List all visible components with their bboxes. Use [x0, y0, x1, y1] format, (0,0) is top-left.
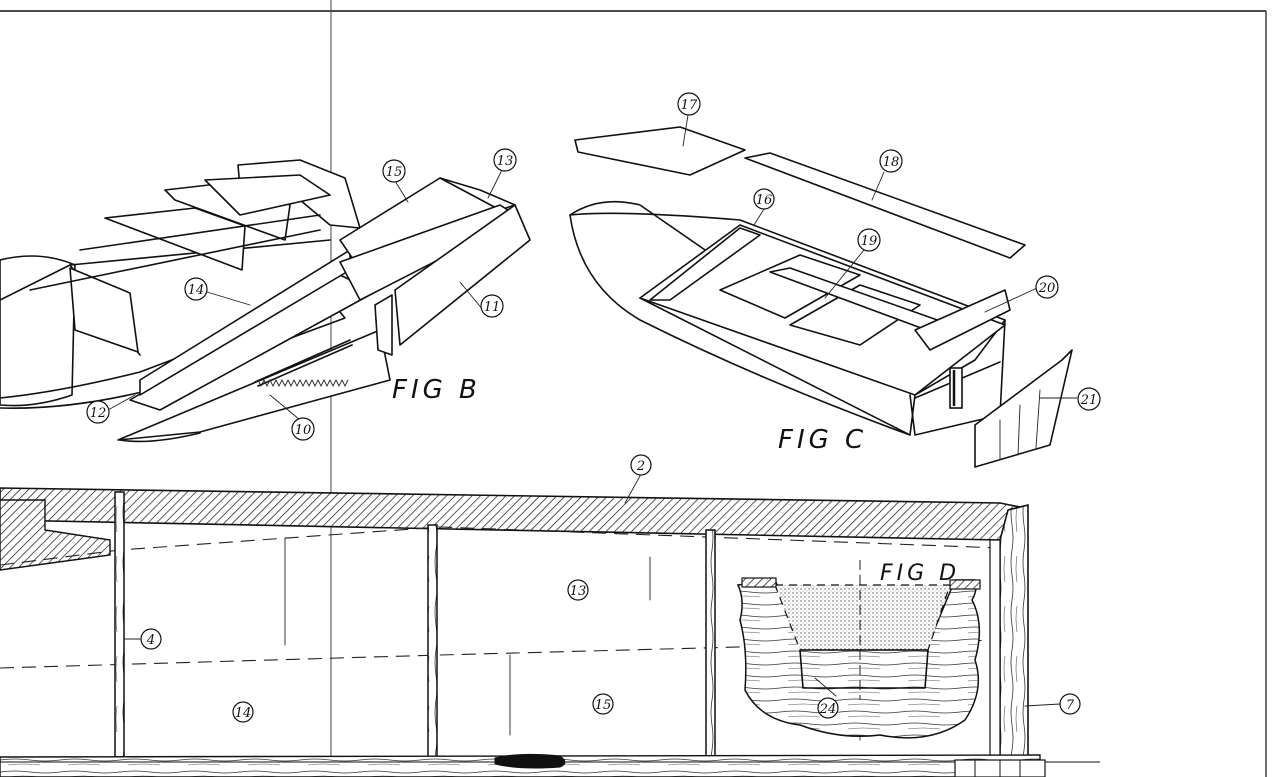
svg-text:2: 2: [636, 459, 645, 474]
side-view-drawing: [0, 487, 1100, 777]
stippled-core: [774, 584, 951, 651]
fig-c-label: FIG C: [778, 425, 867, 455]
part-16: [649, 227, 761, 301]
fig-b-drawing: [0, 159, 531, 443]
callout-4: 4: [140, 628, 162, 650]
callout-13: 13: [493, 148, 517, 172]
part-11: [394, 204, 531, 346]
bow-block: [0, 499, 111, 571]
part-2-deck: [0, 487, 1027, 541]
fig-c-drawing: [569, 126, 1073, 468]
callout-24: 24: [817, 697, 839, 719]
svg-text:14: 14: [235, 706, 252, 721]
svg-text:7: 7: [1066, 698, 1075, 713]
callout-14: 14: [184, 277, 208, 301]
callout-12: 12: [86, 400, 110, 424]
svg-text:10: 10: [295, 423, 312, 438]
part-18: [744, 152, 1026, 259]
floor-section: [719, 254, 861, 319]
svg-text:21: 21: [1080, 393, 1098, 408]
svg-text:19: 19: [861, 234, 878, 249]
part-21: [974, 349, 1073, 468]
callout-21: 21: [1077, 387, 1101, 411]
svg-text:24: 24: [819, 702, 837, 717]
svg-text:13: 13: [497, 154, 514, 169]
callout-7: 7: [1059, 693, 1081, 715]
upright-3: [705, 529, 716, 758]
callout-18: 18: [879, 149, 903, 173]
upright-1: [114, 491, 125, 758]
svg-text:14: 14: [188, 283, 205, 298]
svg-text:17: 17: [681, 98, 698, 113]
svg-text:12: 12: [90, 406, 107, 421]
svg-text:20: 20: [1038, 281, 1056, 296]
callout-20: 20: [1035, 275, 1059, 299]
fig-b-label: FIG B: [392, 375, 481, 405]
fig-d-label: FIG D: [880, 561, 960, 586]
svg-text:16: 16: [756, 193, 773, 208]
panel-label-14: 14: [232, 701, 254, 723]
svg-text:11: 11: [484, 300, 501, 315]
svg-text:15: 15: [386, 165, 403, 180]
side-panel: [69, 267, 139, 353]
callout-15: 15: [382, 159, 406, 183]
cross-section-body: [736, 579, 981, 739]
callout-11: 11: [480, 294, 504, 318]
part-17: [574, 126, 746, 176]
part-20: [914, 289, 1011, 351]
hull-shell: [0, 255, 76, 407]
callouts: [107, 114, 1078, 707]
svg-text:15: 15: [595, 698, 612, 713]
deck-panel: [204, 174, 331, 216]
fig-d-drawing: [736, 560, 981, 739]
panel-label-13: 13: [567, 579, 589, 601]
svg-text:18: 18: [883, 155, 900, 170]
part-7-post: [999, 503, 1029, 777]
fitting: [494, 753, 566, 769]
callout-10: 10: [291, 417, 315, 441]
upright-2: [427, 524, 438, 758]
svg-text:13: 13: [570, 584, 587, 599]
callout-19: 19: [857, 228, 881, 252]
callout-16: 16: [753, 188, 775, 210]
callout-17: 17: [677, 92, 701, 116]
panel-label-15: 15: [592, 693, 614, 715]
callout-2: 2: [630, 454, 652, 476]
svg-text:4: 4: [146, 633, 155, 648]
